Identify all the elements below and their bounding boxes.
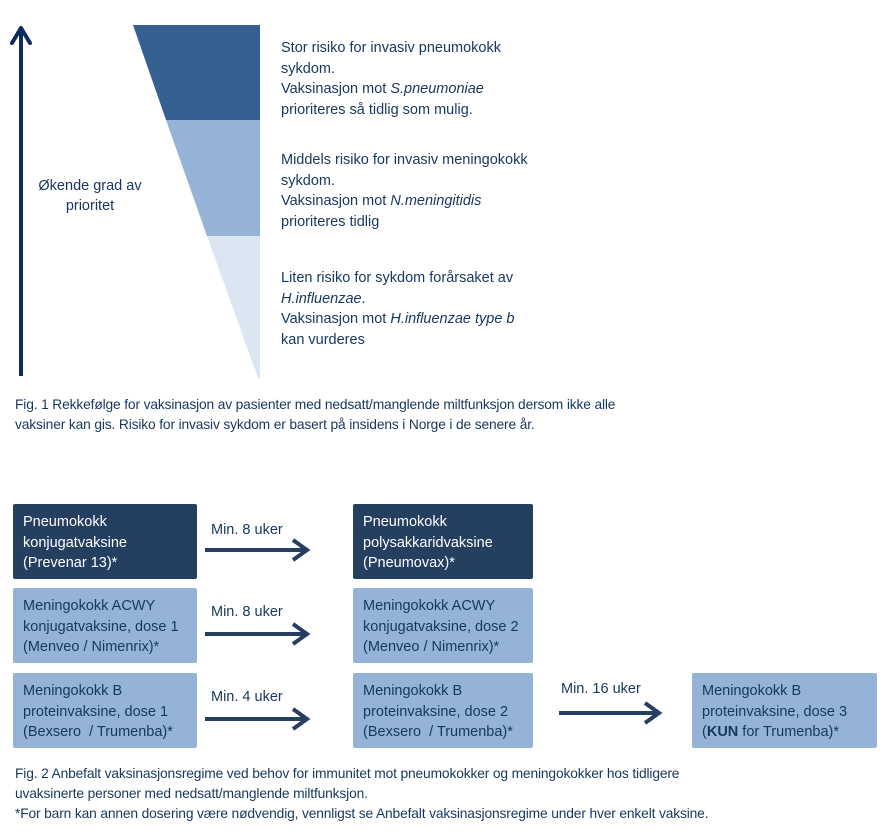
risk-text-line: prioriteres så tidlig som mulig. [281,101,473,118]
axis-label-line: prioritet [65,198,115,214]
box-line: Pneumokokk [363,514,447,530]
axis-label: Økende grad av prioritet [20,176,160,216]
box-line: konjugatvaksine [23,534,127,551]
box-line: Meningokokk B [23,683,123,699]
risk-text-low: Liten risiko for sykdom forårsaket av H.… [281,268,581,350]
vaccine-box-menb-dose2: Meningokokk B proteinvaksine, dose 2 (Be… [353,673,533,748]
risk-text-line: prioriteres tidlig [281,213,380,230]
priority-axis-arrow [10,26,32,376]
box-line: (Prevenar 13)* [23,555,118,571]
vaccine-box-menb-dose1: Meningokokk B proteinvaksine, dose 1 (Be… [13,673,197,748]
box-line: (Menveo / Nimenrix)* [363,639,500,655]
arrow-right-icon [559,701,663,725]
risk-text-high: Stor risiko for invasiv pneumokokk sykdo… [281,38,581,120]
organism-name: H.influenzae [281,290,362,307]
box-line: konjugatvaksine, dose 2 [363,618,519,635]
organism-name: S.pneumoniae [390,81,484,97]
risk-band-low [207,236,260,378]
organism-name: N.meningitidis [390,193,482,209]
box-line: Meningokokk B [702,683,802,699]
box-line: konjugatvaksine, dose 1 [23,618,179,635]
box-line: (Menveo / Nimenrix)* [23,639,160,655]
risk-text-line: Middels risiko for invasiv meningokokk [281,152,528,168]
risk-text-line: sykdom. [281,60,335,77]
box-line: proteinvaksine, dose 2 [363,703,509,720]
figure1-caption: Fig. 1 Rekkefølge for vaksinasjon av pas… [15,395,615,435]
box-line: proteinvaksine, dose 1 [23,703,169,720]
risk-text-mid: Middels risiko for invasiv meningokokk s… [281,150,581,232]
text: . [361,290,366,307]
arrow-right-icon [205,538,311,562]
interval-label: Min. 4 uker [211,689,283,705]
box-line: Meningokokk ACWY [23,598,156,614]
interval-label: Min. 16 uker [561,681,641,697]
vaccine-box-acwy-dose1: Meningokokk ACWY konjugatvaksine, dose 1… [13,588,197,663]
risk-text-line: Stor risiko for invasiv pneumokokk [281,40,501,56]
box-line: (Bexsero / Trumenba)* [363,724,513,740]
text: Vaksinasjon mot [281,193,391,209]
priority-diagram [10,25,260,378]
vaccine-box-pcv13: Pneumokokk konjugatvaksine (Prevenar 13)… [13,504,197,579]
interval-label: Min. 8 uker [211,604,283,620]
vaccine-box-acwy-dose2: Meningokokk ACWY konjugatvaksine, dose 2… [353,588,533,663]
interval-label: Min. 8 uker [211,522,283,538]
text: ( [702,724,707,740]
figure2-caption: Fig. 2 Anbefalt vaksinasjonsregime ved b… [15,764,709,824]
box-line: (Pneumovax)* [363,555,455,571]
arrow-right-icon [205,622,311,646]
risk-text-line: Liten risiko for sykdom forårsaket av [281,270,514,286]
text: for Trumenba)* [738,724,840,740]
risk-text-line: H.influenzae. [281,289,581,310]
vaccine-box-ppv23: Pneumokokk polysakkaridvaksine (Pneumova… [353,504,533,579]
vaccine-box-menb-dose3: Meningokokk B proteinvaksine, dose 3 (KU… [692,673,877,748]
caption-line: vaksiner kan gis. Risiko for invasiv syk… [15,417,535,432]
organism-name: H.influenzae type b [390,311,515,327]
box-line: Meningokokk ACWY [363,598,496,614]
text: Vaksinasjon mot [281,81,391,97]
risk-text-line: Vaksinasjon mot N.meningitidis [281,191,581,212]
axis-label-line: Økende grad av [38,178,142,194]
arrow-right-icon [205,707,311,731]
caption-line: uvaksinerte personer med nedsatt/manglen… [15,786,368,801]
box-line: (Bexsero / Trumenba)* [23,724,173,740]
risk-band-mid [166,120,260,236]
box-line: Pneumokokk [23,514,107,530]
box-line: Meningokokk B [363,683,463,699]
caption-line: Fig. 2 Anbefalt vaksinasjonsregime ved b… [15,766,680,781]
risk-text-line: kan vurderes [281,331,365,348]
risk-text-line: Vaksinasjon mot H.influenzae type b [281,309,581,330]
text: Vaksinasjon mot [281,311,391,327]
caption-line: Fig. 1 Rekkefølge for vaksinasjon av pas… [15,397,616,412]
risk-text-line: Vaksinasjon mot S.pneumoniae [281,79,581,100]
box-line: polysakkaridvaksine [363,534,493,551]
caption-line: *For barn kan annen dosering være nødven… [15,806,709,821]
risk-text-line: sykdom. [281,172,335,189]
risk-band-high [133,25,260,120]
box-line: (KUN for Trumenba)* [702,722,867,743]
emphasis-text: KUN [706,724,739,740]
box-line: proteinvaksine, dose 3 [702,703,848,720]
